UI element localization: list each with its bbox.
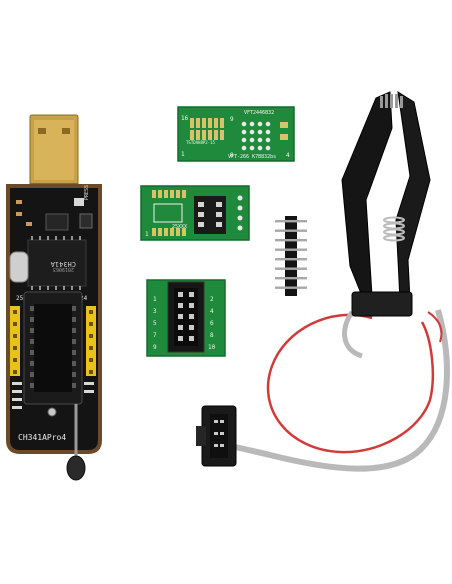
- adapter-small-pin: 5: [153, 320, 157, 327]
- chip-sublabel: 2019063: [53, 266, 74, 272]
- chip-label: CH341A: [50, 260, 76, 268]
- chip-pins: [31, 236, 81, 290]
- adapter-small-pin-labels-left: 1 3 5 7 9: [153, 296, 157, 351]
- side-label: PRESS: [84, 185, 90, 200]
- header-pin: [275, 258, 307, 261]
- red-wire: [266, 313, 435, 454]
- lower-silkscreen: [12, 382, 94, 409]
- zif-lever: [66, 404, 86, 481]
- small-ic: [45, 213, 69, 231]
- header-pin: [275, 248, 307, 251]
- usb-plug: [29, 114, 79, 188]
- header-pin: [275, 239, 307, 242]
- adapter-small-pin: 4: [210, 308, 214, 315]
- adapter-small-pin: 1: [153, 296, 157, 303]
- adapter-small-pin: 6: [210, 320, 214, 327]
- ch341a-programmer: CH341A 2019063 PRESS 25 24: [6, 114, 102, 481]
- adapter-top-bottom-label: VFT-266 K7B832bs: [228, 154, 276, 160]
- adapter-board-small: 1 3 5 7 9 2 4 6 8 10: [146, 279, 226, 357]
- zif-socket: [23, 291, 83, 405]
- adapter-top-label: VFT2446B32: [244, 110, 274, 116]
- clip-spring: [383, 216, 405, 242]
- adapter-small-pin: 3: [153, 308, 157, 315]
- press-button: [79, 213, 93, 229]
- header-pin: [275, 267, 307, 270]
- adapter-small-pin: 10: [208, 344, 216, 351]
- idc-connector: [196, 405, 237, 467]
- adapter-top-small-label: TSTDAH8P2-15: [186, 140, 215, 145]
- adapter-board-top: VFT2446B32 VFT-266 K7B832bs TSTDAH8P2-15…: [177, 106, 295, 162]
- header-pin: [275, 229, 307, 232]
- adapter-top-pin-16: 16: [181, 115, 189, 122]
- adapter-small-pin: 7: [153, 332, 157, 339]
- adapter-small-pin-labels-right: 2 4 6 8 10: [208, 296, 216, 351]
- adapter-mid-pads: [152, 190, 186, 236]
- adapter-mid-label: 25XXX: [172, 224, 187, 230]
- clip-jaw-right: [395, 91, 431, 301]
- yellow-header-left: [10, 306, 20, 376]
- adapter-small-pin: 2: [210, 296, 214, 303]
- clip-jaw-left: [341, 91, 393, 297]
- ch341a-chip: [27, 239, 87, 287]
- programmer-bottom-label: CH341APro4: [18, 433, 66, 442]
- yellow-header-right: [86, 306, 96, 376]
- adapter-small-pin: 9: [153, 344, 157, 351]
- adapter-top-pads: [190, 118, 224, 140]
- adapter-top-pin-4: 4: [286, 152, 290, 159]
- adapter-top-pin-1: 1: [181, 151, 185, 158]
- soic-test-clip: [196, 91, 450, 472]
- adapter-small-pin: 8: [210, 332, 214, 339]
- header-pin: [275, 286, 307, 289]
- header-pin: [275, 220, 307, 223]
- adapter-top-pin-8: 8: [230, 152, 234, 159]
- clip-tip-pins: [380, 94, 403, 108]
- marking-24: 24: [80, 295, 88, 302]
- marking-25: 25: [16, 295, 24, 302]
- grey-wire: [221, 309, 450, 472]
- adapter-board-mid: 25XXX 1: [140, 185, 250, 241]
- header-pin: [275, 277, 307, 280]
- adapter-top-holes: [241, 121, 271, 151]
- crystal-oscillator: [9, 251, 29, 283]
- adapter-mid-pin-1: 1: [145, 231, 149, 238]
- adapter-top-pin-9: 9: [230, 116, 234, 123]
- pin-header-strip: [275, 216, 307, 296]
